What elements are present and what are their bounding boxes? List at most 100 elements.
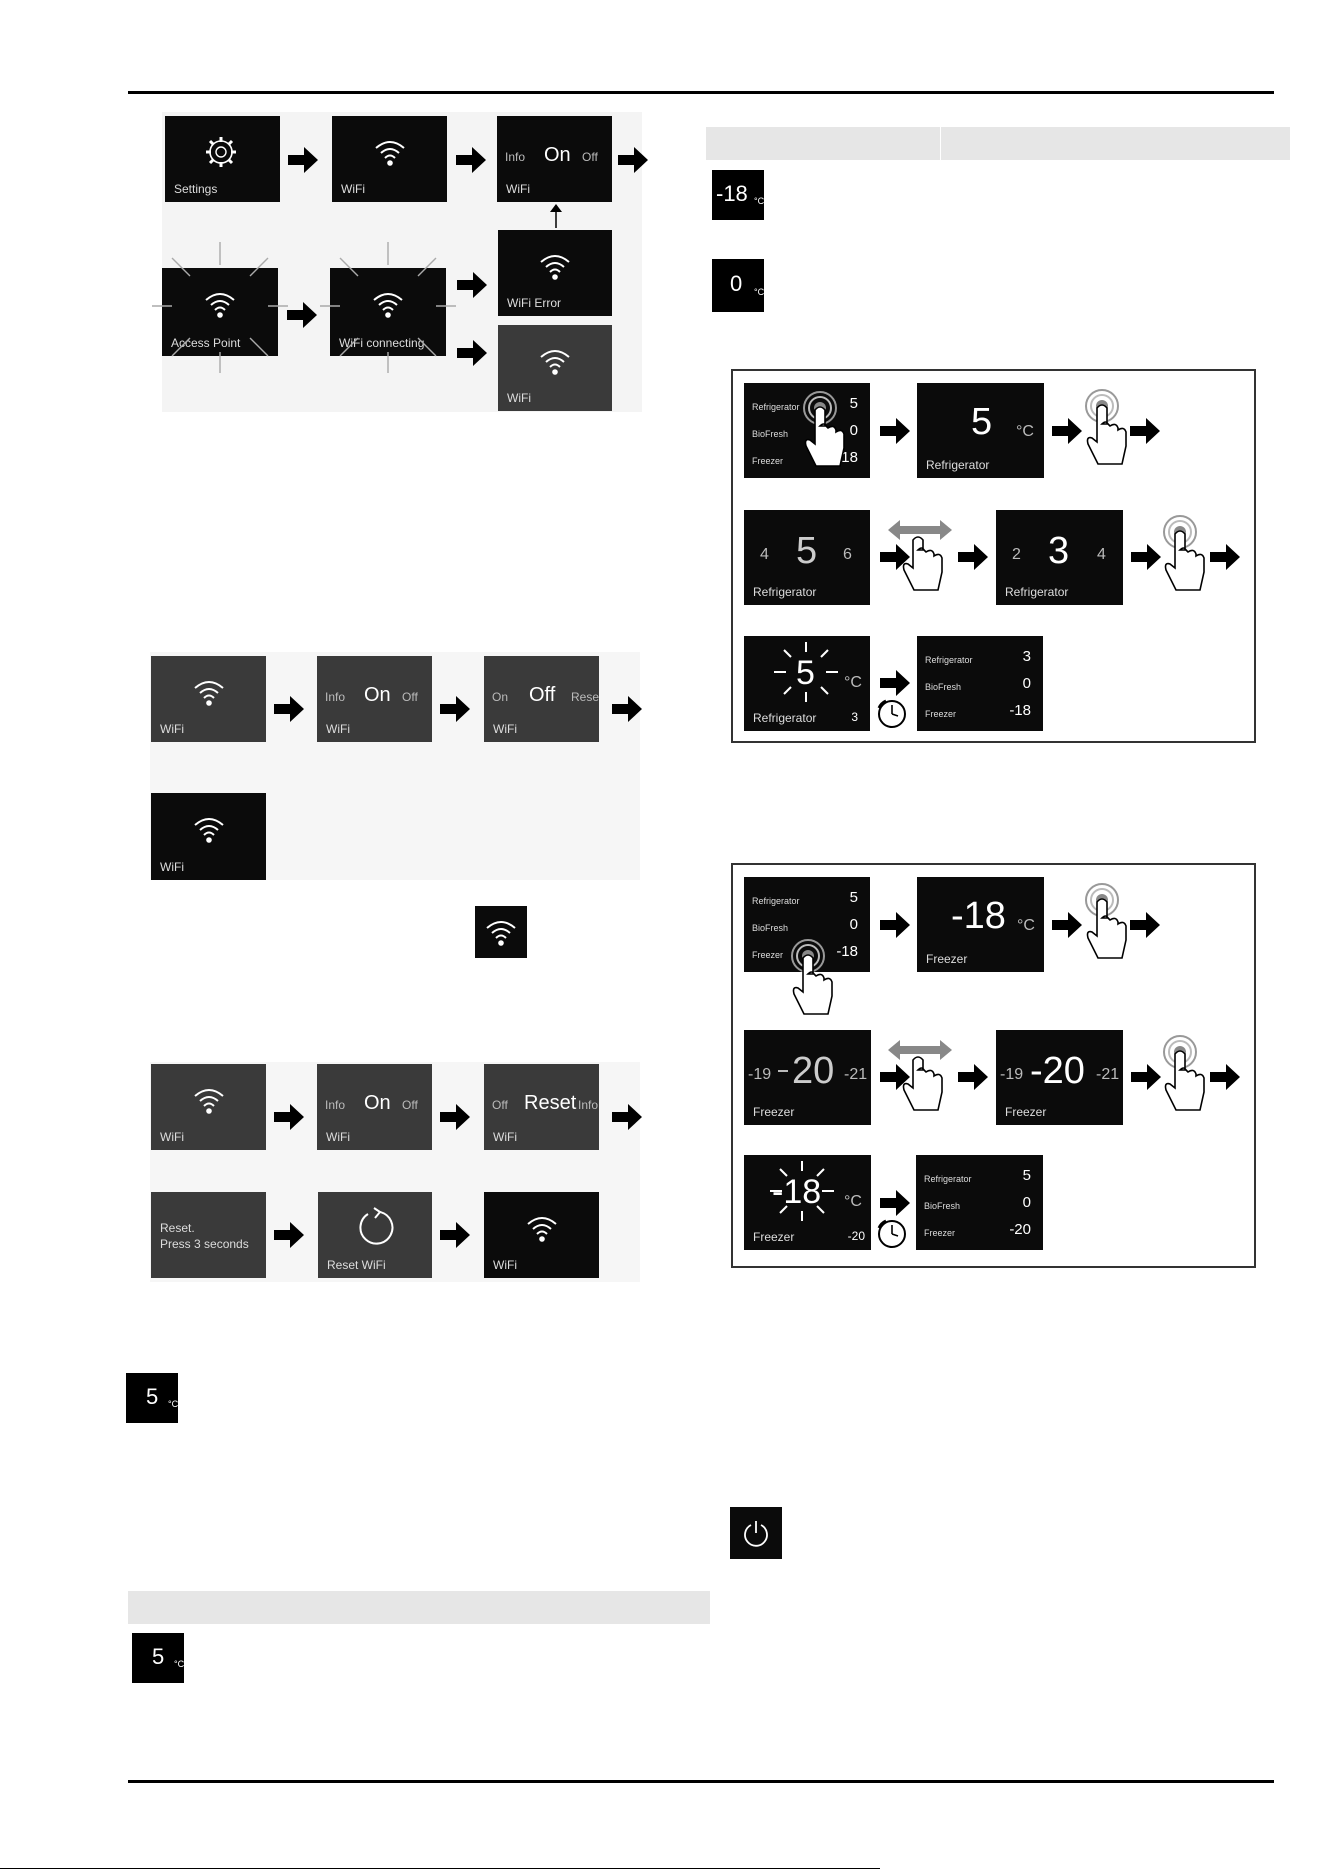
wifi-label: WiFi [493,722,517,736]
arrow-right-icon [1052,912,1082,938]
reset-wifi-screen: Reset WiFi [318,1192,432,1278]
timer-icon [877,699,906,728]
off-option: Off [582,150,598,164]
top-rule [128,91,1274,94]
arrow-right-icon [880,912,910,938]
info-option: Info [505,150,526,164]
wifi-icon [540,255,570,280]
blink-rays-icon [152,242,288,373]
fridge-adjust-screen-2: 2 3 4 Refrigerator [996,510,1123,605]
arrow-right-icon [1131,544,1161,570]
tap-hand-icon [803,391,845,467]
fridge-temp-icon: 5 °C [132,1633,184,1683]
wifi-connecting-label: WiFi connecting [339,336,425,350]
wifi-on-screen: Info On Off WiFi [317,1064,432,1150]
wifi-error-label: WiFi Error [507,296,561,310]
arrow-right-icon [1052,418,1082,444]
off-option: Off [402,690,418,704]
blink-rays-icon [774,642,838,702]
wifi-label: WiFi [507,391,531,405]
wifi-icon [194,1089,224,1114]
wifi-label: WiFi [160,722,184,736]
wifi-screen: WiFi [151,1064,266,1150]
wifi-icon [194,681,224,706]
fridge-temp-icon: 5 °C [126,1373,178,1423]
arrow-right-icon [1131,1064,1161,1090]
blink-rays-icon [320,242,456,373]
tap-hand-icon [1163,515,1205,591]
arrow-right-icon [457,340,487,366]
arrow-right-icon [1130,912,1160,938]
overview-result-screen: Refrigerator BioFresh Freezer 3 0 -18 [917,636,1043,731]
fridge-blink-screen: 5 °C Refrigerator 3 [744,636,870,731]
arrow-right-icon [274,1222,304,1248]
arrow-right-icon [440,696,470,722]
fridge-adjust-screen-1: 4 5 6 Refrigerator [744,510,870,605]
wifi-error-screen: WiFi Error [498,230,612,316]
reset-prompt-line1: Reset. [160,1221,195,1235]
wifi-off-result-screen: WiFi [151,793,266,880]
swipe-hand-icon [888,1040,952,1111]
wifi-on-screen: Info On Off WiFi [497,116,612,202]
wifi-label: WiFi [326,1130,350,1144]
arrow-right-icon [440,1104,470,1130]
freezer-adjust-screen-1: -19 20 -21 Freezer [744,1030,871,1125]
freezer-blink-screen: -18 °C Freezer -20 [744,1155,871,1250]
arrow-right-icon [287,302,317,328]
on-option: On [364,684,391,706]
on-option: On [544,144,571,166]
arrow-right-icon [1130,418,1160,444]
arrow-right-icon [880,670,910,696]
info-option: Info [325,690,346,704]
tap-hand-icon [1163,1035,1205,1111]
arrow-right-icon [612,1104,642,1130]
wifi-label: WiFi [160,860,184,874]
off-option: Off [402,1098,418,1112]
wifi-screen: WiFi [332,116,447,202]
arrow-right-icon [880,1064,910,1090]
arrow-right-icon [440,1222,470,1248]
gear-icon [206,137,236,167]
reset-prompt-screen: Reset. Press 3 seconds [151,1192,266,1278]
tap-hand-icon [1085,883,1127,959]
info-option: Info [325,1098,346,1112]
freezer-temp-screen: -18 °C Freezer [917,877,1044,972]
arrow-right-icon [457,272,487,298]
fridge-temp-screen: 5 °C Refrigerator [917,383,1044,478]
wifi-label: WiFi [160,1130,184,1144]
off-option: Off [529,684,556,706]
arrow-right-icon [880,418,910,444]
wifi-icon [194,818,224,843]
timer-icon [877,1219,906,1248]
arrow-right-icon [958,1064,988,1090]
settings-screen: Settings [165,116,280,202]
arrow-right-icon [618,147,648,173]
on-option: On [364,1092,391,1114]
wifi-reset-option-screen: Off Reset Info WiFi [484,1064,599,1150]
reset-icon [359,1207,394,1245]
wifi-off-screen: On Off Reset WiFi [484,656,599,742]
arrow-right-icon [958,544,988,570]
wifi-symbol-tile [475,906,527,958]
arrow-right-icon [274,1104,304,1130]
arrow-right-icon [456,147,486,173]
wifi-icon [527,1217,557,1242]
swipe-hand-icon [888,520,952,591]
wifi-icon [540,350,570,375]
wifi-connected-screen: WiFi [498,325,612,411]
biofresh-temp-icon: 0 °C [712,259,764,312]
arrow-right-icon [288,147,318,173]
wifi-label: WiFi [506,182,530,196]
table-header-bar [128,1591,710,1624]
freezer-temp-icon: -18 °C [712,170,764,220]
wifi-icon [205,293,235,318]
on-option: On [492,690,509,704]
reset-option: Reset [524,1092,577,1114]
footer-line [0,1868,880,1869]
arrow-right-icon [612,696,642,722]
wifi-label: WiFi [341,182,365,196]
table-header-divider [940,127,941,160]
arrow-right-icon [880,1190,910,1216]
table-header-bar [706,127,1290,160]
wifi-icon [486,921,516,946]
